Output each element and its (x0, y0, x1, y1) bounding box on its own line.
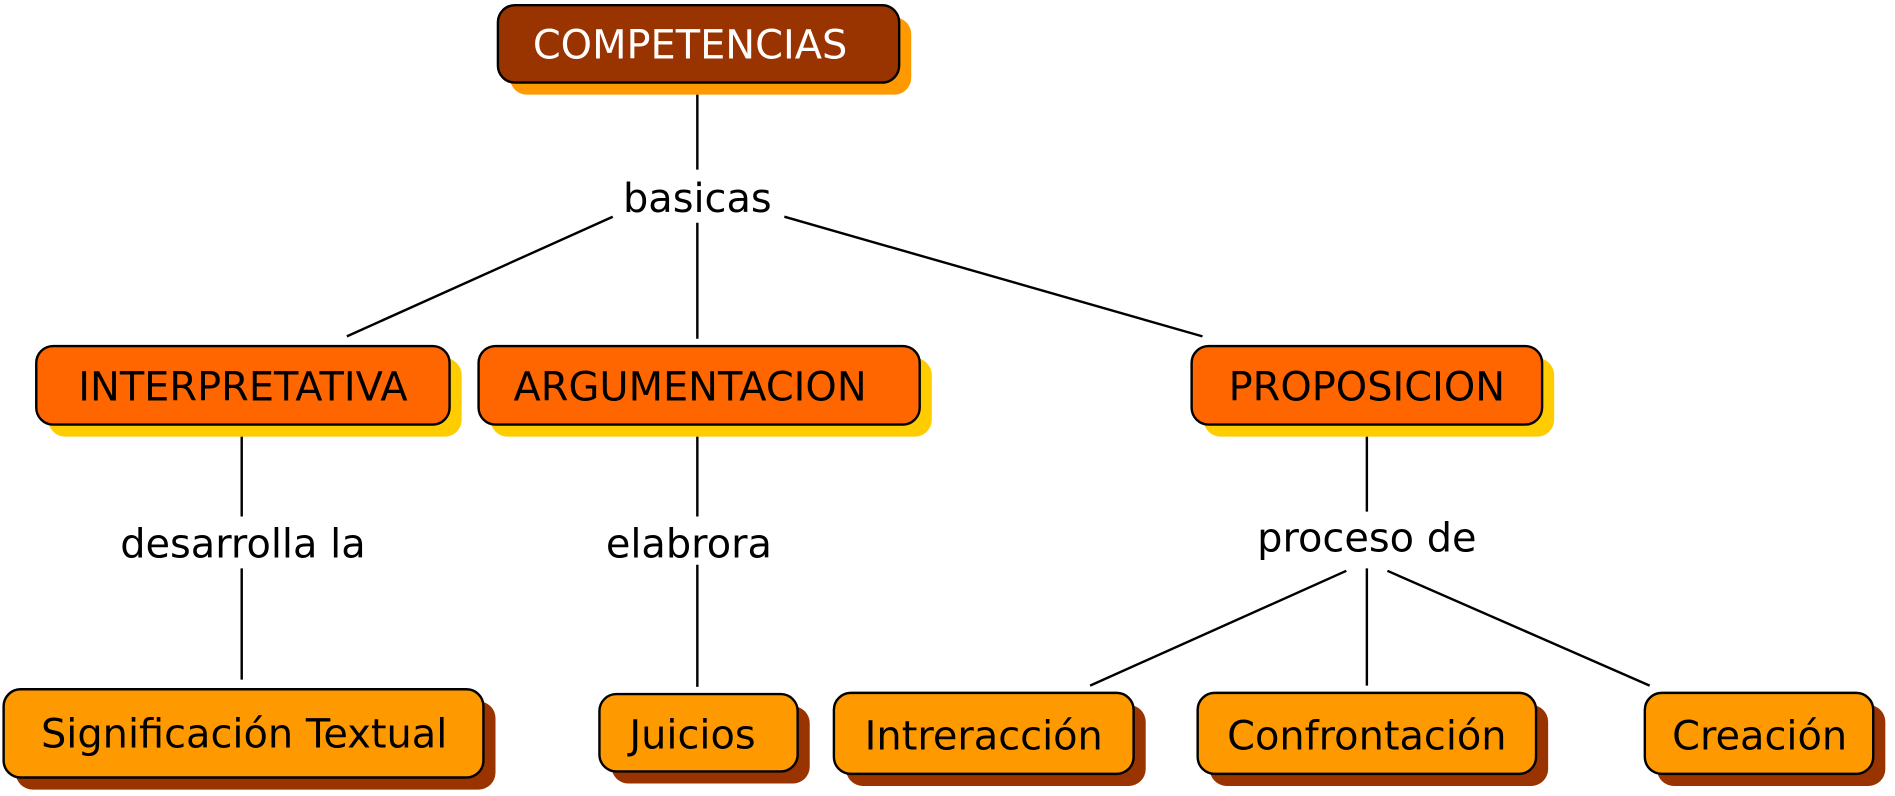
connector-basicas-interpretativa (346, 215, 614, 338)
connector-basicas-proposicion (784, 215, 1203, 338)
concept-node-intreraccion[interactable]: Intreracción (832, 691, 1146, 786)
concept-node-competencias[interactable]: COMPETENCIAS (496, 4, 912, 95)
node-label: Creación (1672, 714, 1847, 760)
node-box (1643, 691, 1875, 776)
concept-node-interpretativa[interactable]: INTERPRETATIVA (35, 344, 462, 437)
node-label: COMPETENCIAS (533, 22, 847, 68)
concept-node-confrontacion[interactable]: Confrontación (1196, 691, 1549, 786)
linking-phrase-basicas: basicas (623, 176, 772, 222)
node-label: INTERPRETATIVA (78, 364, 407, 410)
concept-node-significacion-textual[interactable]: Significación Textual (2, 688, 496, 790)
concept-node-argumentacion[interactable]: ARGUMENTACION (477, 344, 932, 437)
connector-proceso-intreraccion (1089, 569, 1347, 687)
node-label: ARGUMENTACION (514, 364, 867, 410)
node-label: Intreracción (865, 714, 1103, 760)
node-box (35, 344, 451, 426)
concept-node-creacion[interactable]: Creación (1643, 691, 1886, 786)
node-label: Juicios (626, 712, 755, 758)
node-box (1190, 344, 1544, 426)
concept-node-juicios[interactable]: Juicios (598, 692, 810, 784)
node-box (598, 692, 799, 773)
node-box (832, 691, 1135, 776)
node-label: PROPOSICION (1229, 364, 1505, 410)
linking-phrase-desarrolla: desarrolla la (120, 522, 365, 568)
connector-proceso-creacion (1386, 569, 1651, 687)
linking-phrase-elabrora: elabrora (606, 522, 772, 568)
concept-node-proposicion[interactable]: PROPOSICION (1190, 344, 1555, 437)
node-box (2, 688, 485, 779)
linking-phrase-proceso: proceso de (1257, 515, 1476, 561)
node-box (496, 4, 901, 84)
node-box (1196, 691, 1538, 776)
node-label: Significación Textual (41, 711, 447, 757)
node-box (477, 344, 921, 426)
connectors (240, 94, 1651, 687)
node-label: Confrontación (1227, 714, 1506, 760)
